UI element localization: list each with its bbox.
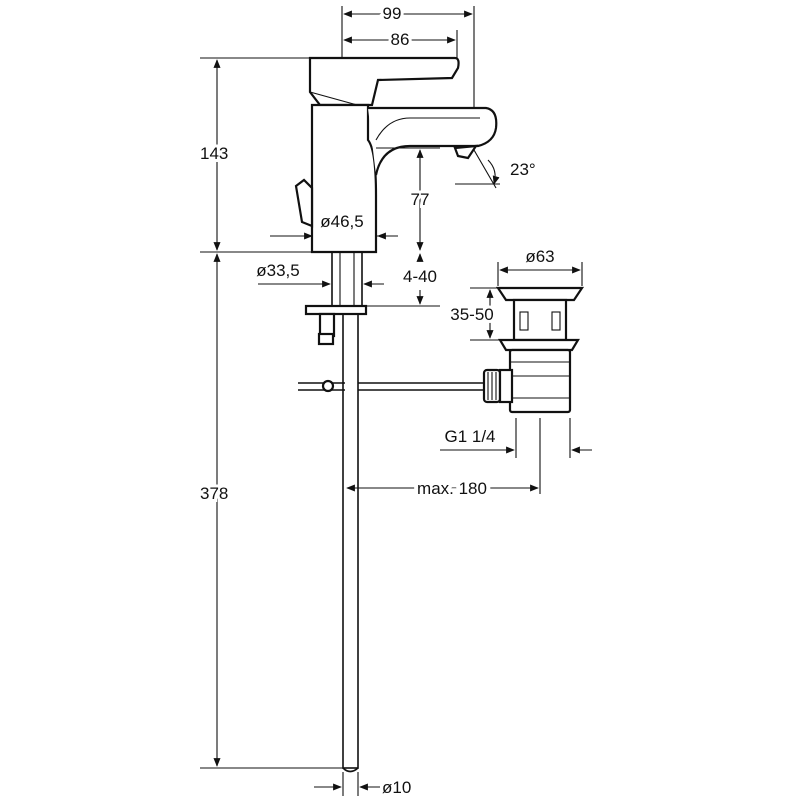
label-waste-diameter: ø63: [525, 247, 554, 266]
label-spout-angle: 23°: [510, 160, 536, 179]
label-shank-diameter: ø33,5: [256, 261, 299, 280]
spout: [368, 106, 498, 176]
label-spout-height: 77: [411, 190, 430, 209]
label-waste-height: 35-50: [450, 305, 493, 324]
faucet-body: [294, 56, 498, 254]
label-width-lever: 86: [391, 30, 410, 49]
label-thickness-range: 4-40: [403, 267, 437, 286]
waste-valve: [495, 286, 585, 414]
supply-hose: [342, 313, 359, 773]
dimension-lines: [200, 6, 592, 796]
popup-knob: [294, 178, 314, 228]
label-rod-reach: max. 180: [417, 479, 487, 498]
label-body-diameter: ø46,5: [320, 212, 363, 231]
body-cylinder: [310, 103, 378, 254]
dimension-labels: 99 86 143 77 23° ø46,5 ø33,5 4-40 ø63 35…: [197, 1, 555, 797]
popup-rod: [298, 368, 502, 404]
label-thread: G1 1/4: [444, 427, 495, 446]
label-rod-diameter: ø10: [382, 778, 411, 797]
label-hose-length: 378: [200, 484, 228, 503]
label-height-body: 143: [200, 144, 228, 163]
label-width-total: 99: [383, 4, 402, 23]
mounting-assembly: [304, 251, 368, 346]
aerator: [453, 144, 479, 160]
